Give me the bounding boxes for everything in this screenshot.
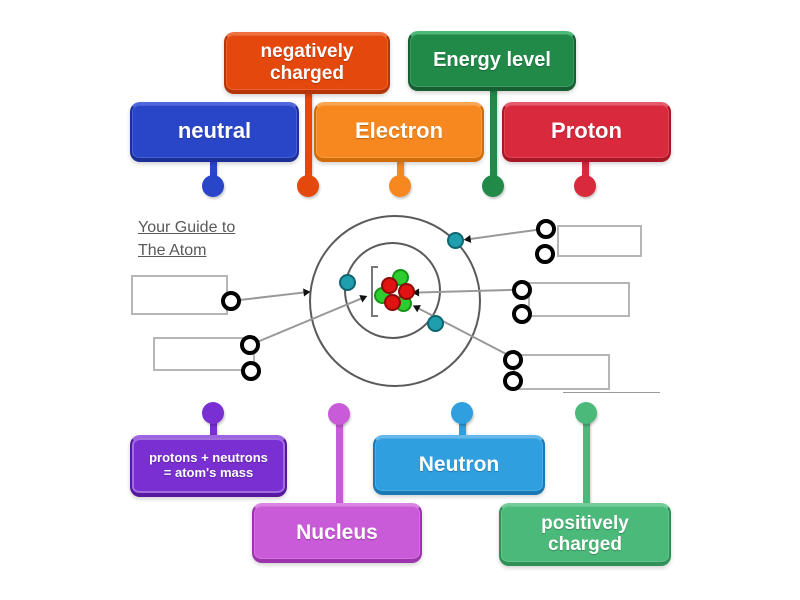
slide-edge-line (563, 392, 660, 393)
pin-stem (458, 418, 466, 442)
pin-stem (396, 155, 404, 180)
pin-knob (328, 403, 350, 425)
answer-box (513, 354, 610, 390)
connector-line (230, 287, 311, 302)
label-text: charged (270, 62, 344, 84)
answer-slot-ring[interactable] (512, 304, 532, 324)
answer-slot-ring[interactable] (512, 280, 532, 300)
electron-dot (446, 231, 464, 249)
diagram-title-line2: The Atom (138, 242, 207, 259)
answer-slot-ring[interactable] (240, 335, 260, 355)
arrowhead-icon (463, 235, 472, 245)
answer-slot-ring[interactable] (503, 371, 523, 391)
connector-line (463, 228, 547, 245)
proton-ball (380, 276, 398, 294)
pin-knob (389, 175, 411, 197)
label-box[interactable]: positively charged (499, 503, 671, 566)
pin-knob (202, 402, 224, 424)
diagram-title: Your Guide to The Atom (138, 219, 235, 265)
answer-box (557, 225, 642, 257)
label-text: Neutron (418, 452, 500, 476)
pin-stem (209, 418, 217, 442)
answer-slot-ring[interactable] (503, 350, 523, 370)
pin-stem (304, 90, 312, 180)
label-box[interactable]: Nucleus (252, 503, 422, 563)
label-box[interactable]: protons + neutrons = atom's mass (130, 435, 287, 497)
pin-stem (581, 155, 589, 180)
electron-dot (338, 273, 356, 291)
answer-slot-ring[interactable] (535, 244, 555, 264)
pin-stem (335, 419, 343, 505)
label-box[interactable]: negatively charged (224, 32, 390, 94)
pin-knob (451, 402, 473, 424)
label-box[interactable]: Proton (502, 102, 671, 162)
pin-knob (202, 175, 224, 197)
label-box[interactable]: Electron (314, 102, 484, 162)
electron-dot (426, 314, 444, 332)
label-text: Electron (354, 118, 444, 144)
arrowhead-icon (302, 287, 311, 297)
label-box[interactable]: Neutron (373, 435, 545, 495)
answer-box (131, 275, 228, 315)
pin-knob (575, 402, 597, 424)
label-text: Nucleus (296, 520, 378, 544)
label-text: neutral (177, 118, 252, 144)
pin-knob (482, 175, 504, 197)
answer-box (528, 282, 630, 317)
proton-ball (383, 293, 401, 311)
label-box[interactable]: neutral (130, 102, 299, 162)
pin-knob (574, 175, 596, 197)
label-box[interactable]: Energy level (408, 31, 576, 91)
answer-box (153, 337, 255, 371)
pin-stem (489, 88, 497, 180)
label-text: charged (548, 534, 622, 555)
answer-slot-ring[interactable] (221, 291, 241, 311)
nucleus-bracket (371, 266, 378, 317)
label-text: = atom's mass (163, 464, 254, 480)
label-text: negatively (260, 41, 354, 63)
label-text: Energy level (433, 49, 551, 72)
pin-knob (297, 175, 319, 197)
answer-slot-ring[interactable] (536, 219, 556, 239)
label-text: positively (541, 512, 629, 534)
pin-stem (209, 155, 217, 180)
label-text: Proton (551, 118, 622, 144)
diagram-title-line1: Your Guide to (138, 219, 236, 236)
answer-slot-ring[interactable] (241, 361, 261, 381)
label-text: protons + neutrons (149, 449, 268, 465)
proton-ball (397, 282, 415, 300)
pin-stem (582, 419, 590, 505)
outer-orbit-circle (309, 215, 481, 387)
